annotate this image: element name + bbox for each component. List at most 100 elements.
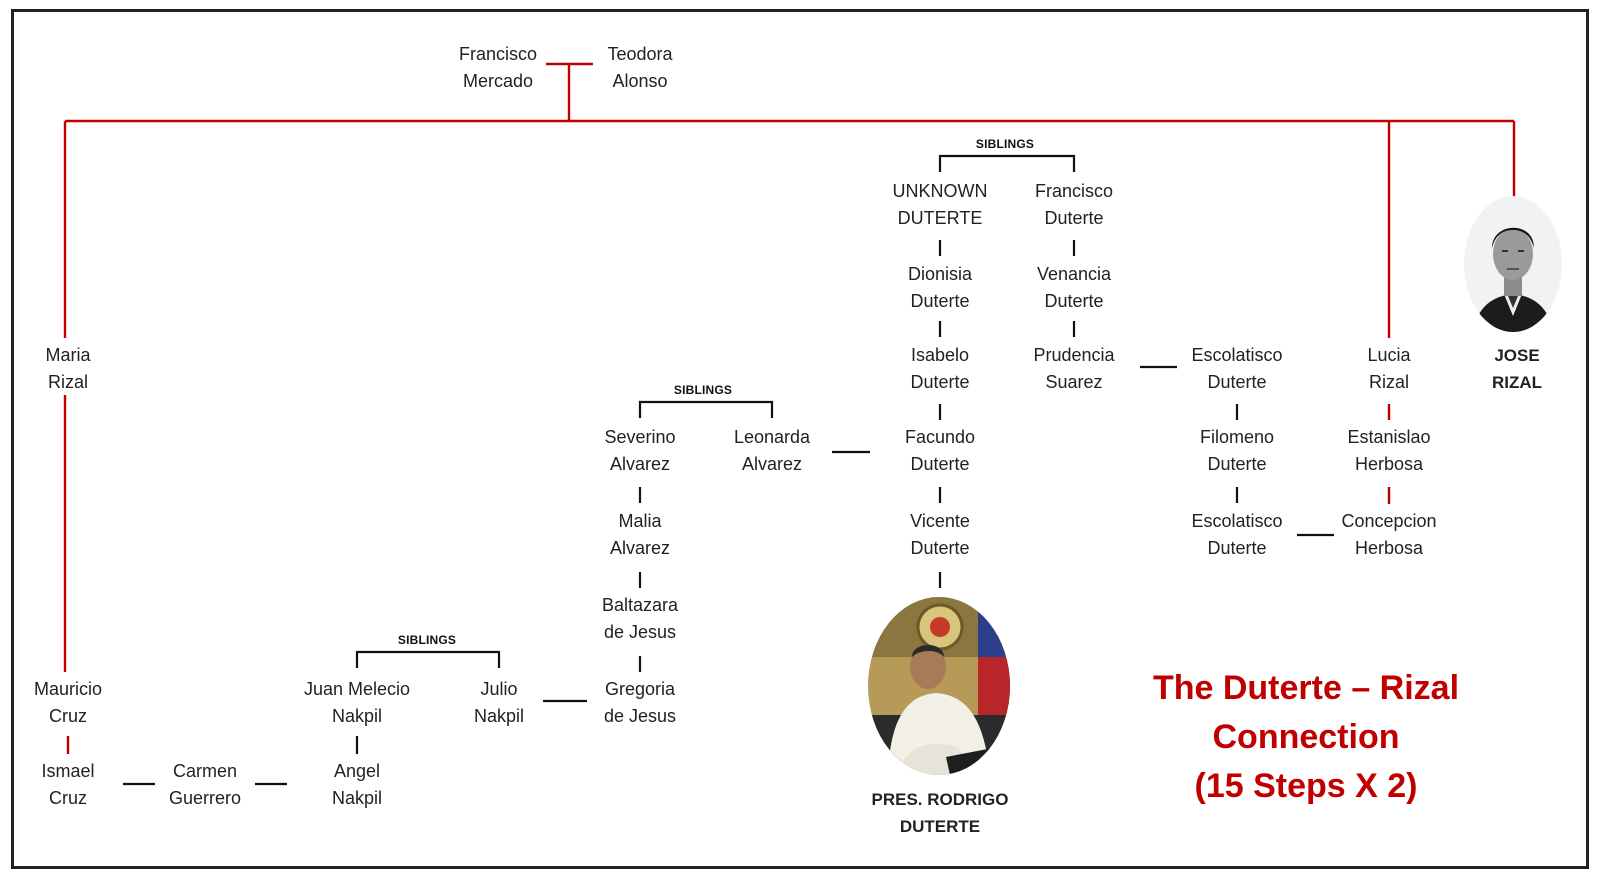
jose-rizal-portrait (1464, 196, 1562, 332)
person-francisco-duterte: Francisco Duterte (1035, 178, 1113, 232)
person-name: Juan Melecio (303, 679, 411, 699)
person-name: Facundo (904, 427, 976, 447)
person-surname: Suarez (1045, 372, 1103, 392)
person-surname: DUTERTE (899, 817, 981, 836)
person-lucia-rizal: Lucia Rizal (1367, 342, 1410, 396)
person-name: Leonarda (733, 427, 811, 447)
person-surname: Rizal (1368, 372, 1409, 392)
person-name: Estanislao (1347, 427, 1431, 447)
person-name: Maria (45, 345, 91, 365)
person-surname: Cruz (48, 706, 87, 726)
person-name: UNKNOWN (892, 181, 988, 201)
person-maria-rizal: Maria Rizal (45, 342, 90, 396)
person-name: Carmen (172, 761, 238, 781)
person-isabelo-duterte: Isabelo Duterte (910, 342, 969, 396)
person-severino-alvarez: Severino Alvarez (604, 424, 675, 478)
person-name: Escolatisco (1191, 511, 1283, 531)
person-carmen-guerrero: Carmen Guerrero (169, 758, 241, 812)
person-surname: Duterte (910, 291, 970, 311)
person-surname: Guerrero (168, 788, 242, 808)
diagram-frame (11, 9, 1589, 869)
person-name: PRES. RODRIGO (871, 790, 1009, 809)
title-line: (15 Steps X 2) (1194, 767, 1418, 805)
person-pres-rodrigo-duterte: PRES. RODRIGO DUTERTE (872, 786, 1009, 840)
person-dionisia-duterte: Dionisia Duterte (908, 261, 972, 315)
person-surname: Alonso (612, 71, 668, 91)
person-surname: Duterte (910, 372, 970, 392)
person-filomeno-duterte: Filomeno Duterte (1200, 424, 1274, 478)
person-surname: Nakpil (331, 788, 383, 808)
person-escolatisco-duterte-1: Escolatisco Duterte (1191, 342, 1282, 396)
person-surname: Duterte (1207, 538, 1267, 558)
person-name: Francisco (458, 44, 538, 64)
person-unknown-duterte: UNKNOWN DUTERTE (893, 178, 988, 232)
person-name: Teodora (607, 44, 673, 64)
person-angel-nakpil: Angel Nakpil (332, 758, 382, 812)
person-name: Vicente (910, 511, 970, 531)
person-julio-nakpil: Julio Nakpil (474, 676, 524, 730)
person-leonarda-alvarez: Leonarda Alvarez (734, 424, 810, 478)
person-surname: Cruz (48, 788, 88, 808)
person-name: Angel (333, 761, 381, 781)
person-name: Prudencia (1033, 345, 1115, 365)
person-surname: Duterte (1044, 208, 1104, 228)
siblings-label: SIBLINGS (673, 383, 733, 397)
person-concepcion-herbosa: Concepcion Herbosa (1341, 508, 1436, 562)
person-name: Filomeno (1199, 427, 1275, 447)
siblings-label: SIBLINGS (397, 633, 457, 647)
person-mauricio-cruz: Mauricio Cruz (34, 676, 102, 730)
person-surname: Alvarez (741, 454, 803, 474)
person-surname: Duterte (1207, 372, 1267, 392)
person-jose-rizal: JOSE RIZAL (1492, 342, 1542, 396)
person-name: Malia (618, 511, 662, 531)
person-name: JOSE (1494, 346, 1540, 365)
person-name: Mauricio (33, 679, 103, 699)
person-prudencia-suarez: Prudencia Suarez (1033, 342, 1114, 396)
person-juan-melecio-nakpil: Juan Melecio Nakpil (304, 676, 410, 730)
person-escolatisco-duterte-2: Escolatisco Duterte (1191, 508, 1282, 562)
person-name: Baltazara (601, 595, 679, 615)
person-estanislao-herbosa: Estanislao Herbosa (1347, 424, 1430, 478)
person-surname: RIZAL (1491, 373, 1543, 392)
person-francisco-mercado: Francisco Mercado (459, 41, 537, 95)
person-surname: Duterte (910, 538, 970, 558)
person-surname: DUTERTE (897, 208, 983, 228)
siblings-label: SIBLINGS (975, 137, 1035, 151)
person-gregoria-de-jesus: Gregoria de Jesus (604, 676, 676, 730)
person-surname: Alvarez (609, 454, 671, 474)
person-name: Gregoria (604, 679, 676, 699)
person-surname: Duterte (1044, 291, 1104, 311)
person-name: Ismael (41, 761, 95, 781)
person-malia-alvarez: Malia Alvarez (610, 508, 670, 562)
person-name: Dionisia (907, 264, 973, 284)
person-name: Francisco (1034, 181, 1114, 201)
duterte-lineage-lines (123, 154, 1334, 786)
title-line: The Duterte – Rizal (1152, 669, 1460, 707)
person-name: Concepcion (1341, 511, 1437, 531)
person-surname: de Jesus (603, 622, 677, 642)
rizal-lineage-lines (63, 62, 1516, 754)
person-name: Julio (480, 679, 518, 699)
diagram-title: The Duterte – Rizal Connection (15 Steps… (1153, 664, 1459, 811)
person-surname: Rizal (47, 372, 89, 392)
person-baltazara-de-jesus: Baltazara de Jesus (602, 592, 678, 646)
person-name: Escolatisco (1191, 345, 1283, 365)
person-surname: Duterte (910, 454, 970, 474)
person-surname: Duterte (1207, 454, 1267, 474)
person-facundo-duterte: Facundo Duterte (905, 424, 975, 478)
person-surname: Mercado (462, 71, 534, 91)
person-surname: Herbosa (1354, 454, 1424, 474)
person-surname: Nakpil (473, 706, 525, 726)
person-name: Venancia (1036, 264, 1112, 284)
person-surname: Herbosa (1354, 538, 1424, 558)
person-surname: Nakpil (331, 706, 383, 726)
person-name: Isabelo (910, 345, 970, 365)
person-teodora-alonso: Teodora Alonso (607, 41, 672, 95)
person-surname: de Jesus (603, 706, 677, 726)
person-name: Lucia (1367, 345, 1411, 365)
rodrigo-duterte-portrait (868, 597, 1010, 775)
person-surname: Alvarez (609, 538, 671, 558)
title-line: Connection (1212, 718, 1400, 756)
person-name: Severino (604, 427, 676, 447)
